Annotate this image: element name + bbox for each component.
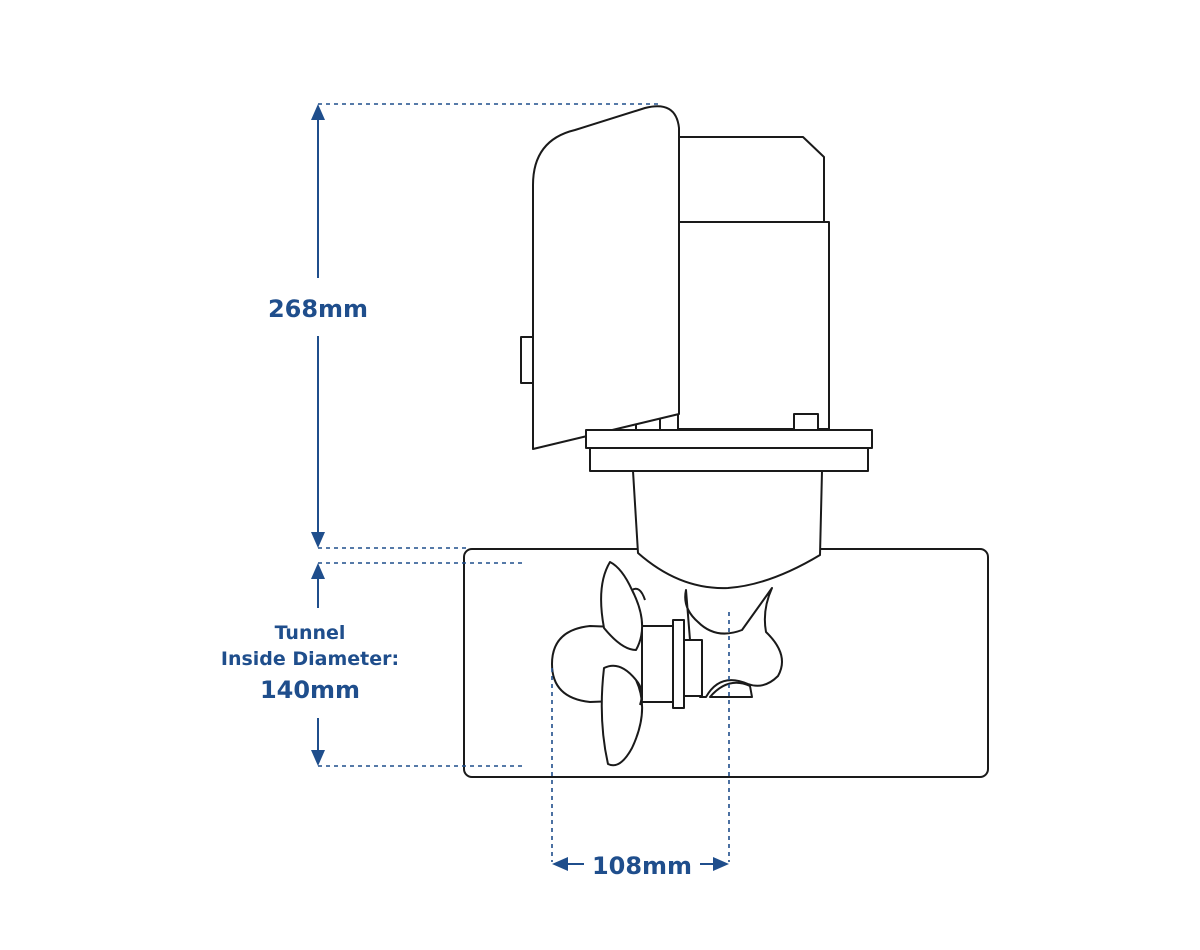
motor-assembly — [520, 105, 873, 590]
shaft-collar — [672, 619, 685, 709]
flange-base — [589, 447, 869, 472]
propeller-blade-lower — [600, 664, 644, 767]
lower-unit — [551, 561, 783, 767]
width-arrow-left — [552, 857, 568, 871]
width-label: 108mm — [592, 852, 692, 880]
flange-plate — [585, 429, 873, 449]
motor-top-block — [677, 136, 825, 223]
height-label: 268mm — [268, 295, 368, 323]
tunnel-value-label: 140mm — [260, 676, 360, 704]
width-arrow-right — [713, 857, 729, 871]
gear-leg-lower — [684, 587, 783, 698]
gear-leg-housing — [632, 470, 823, 590]
tunnel-arrow-down — [311, 750, 325, 766]
terminal-bolt-right — [793, 413, 819, 431]
tunnel-label-line2: Inside Diameter: — [221, 648, 399, 670]
tunnel-label-line1: Tunnel — [275, 622, 346, 644]
propeller-shaft — [639, 625, 677, 703]
height-arrow-up — [311, 104, 325, 120]
gear-leg-fin — [709, 681, 753, 698]
cover-bracket — [520, 336, 534, 384]
dimension-lines — [311, 103, 730, 871]
height-arrow-down — [311, 532, 325, 548]
propeller-blade-lower-edge — [635, 679, 643, 706]
motor-cover — [532, 105, 680, 450]
motor-body — [677, 221, 830, 430]
hub-connector — [683, 639, 703, 697]
tunnel-arrow-up — [311, 563, 325, 579]
propeller-blade-upper-edge — [631, 587, 646, 601]
